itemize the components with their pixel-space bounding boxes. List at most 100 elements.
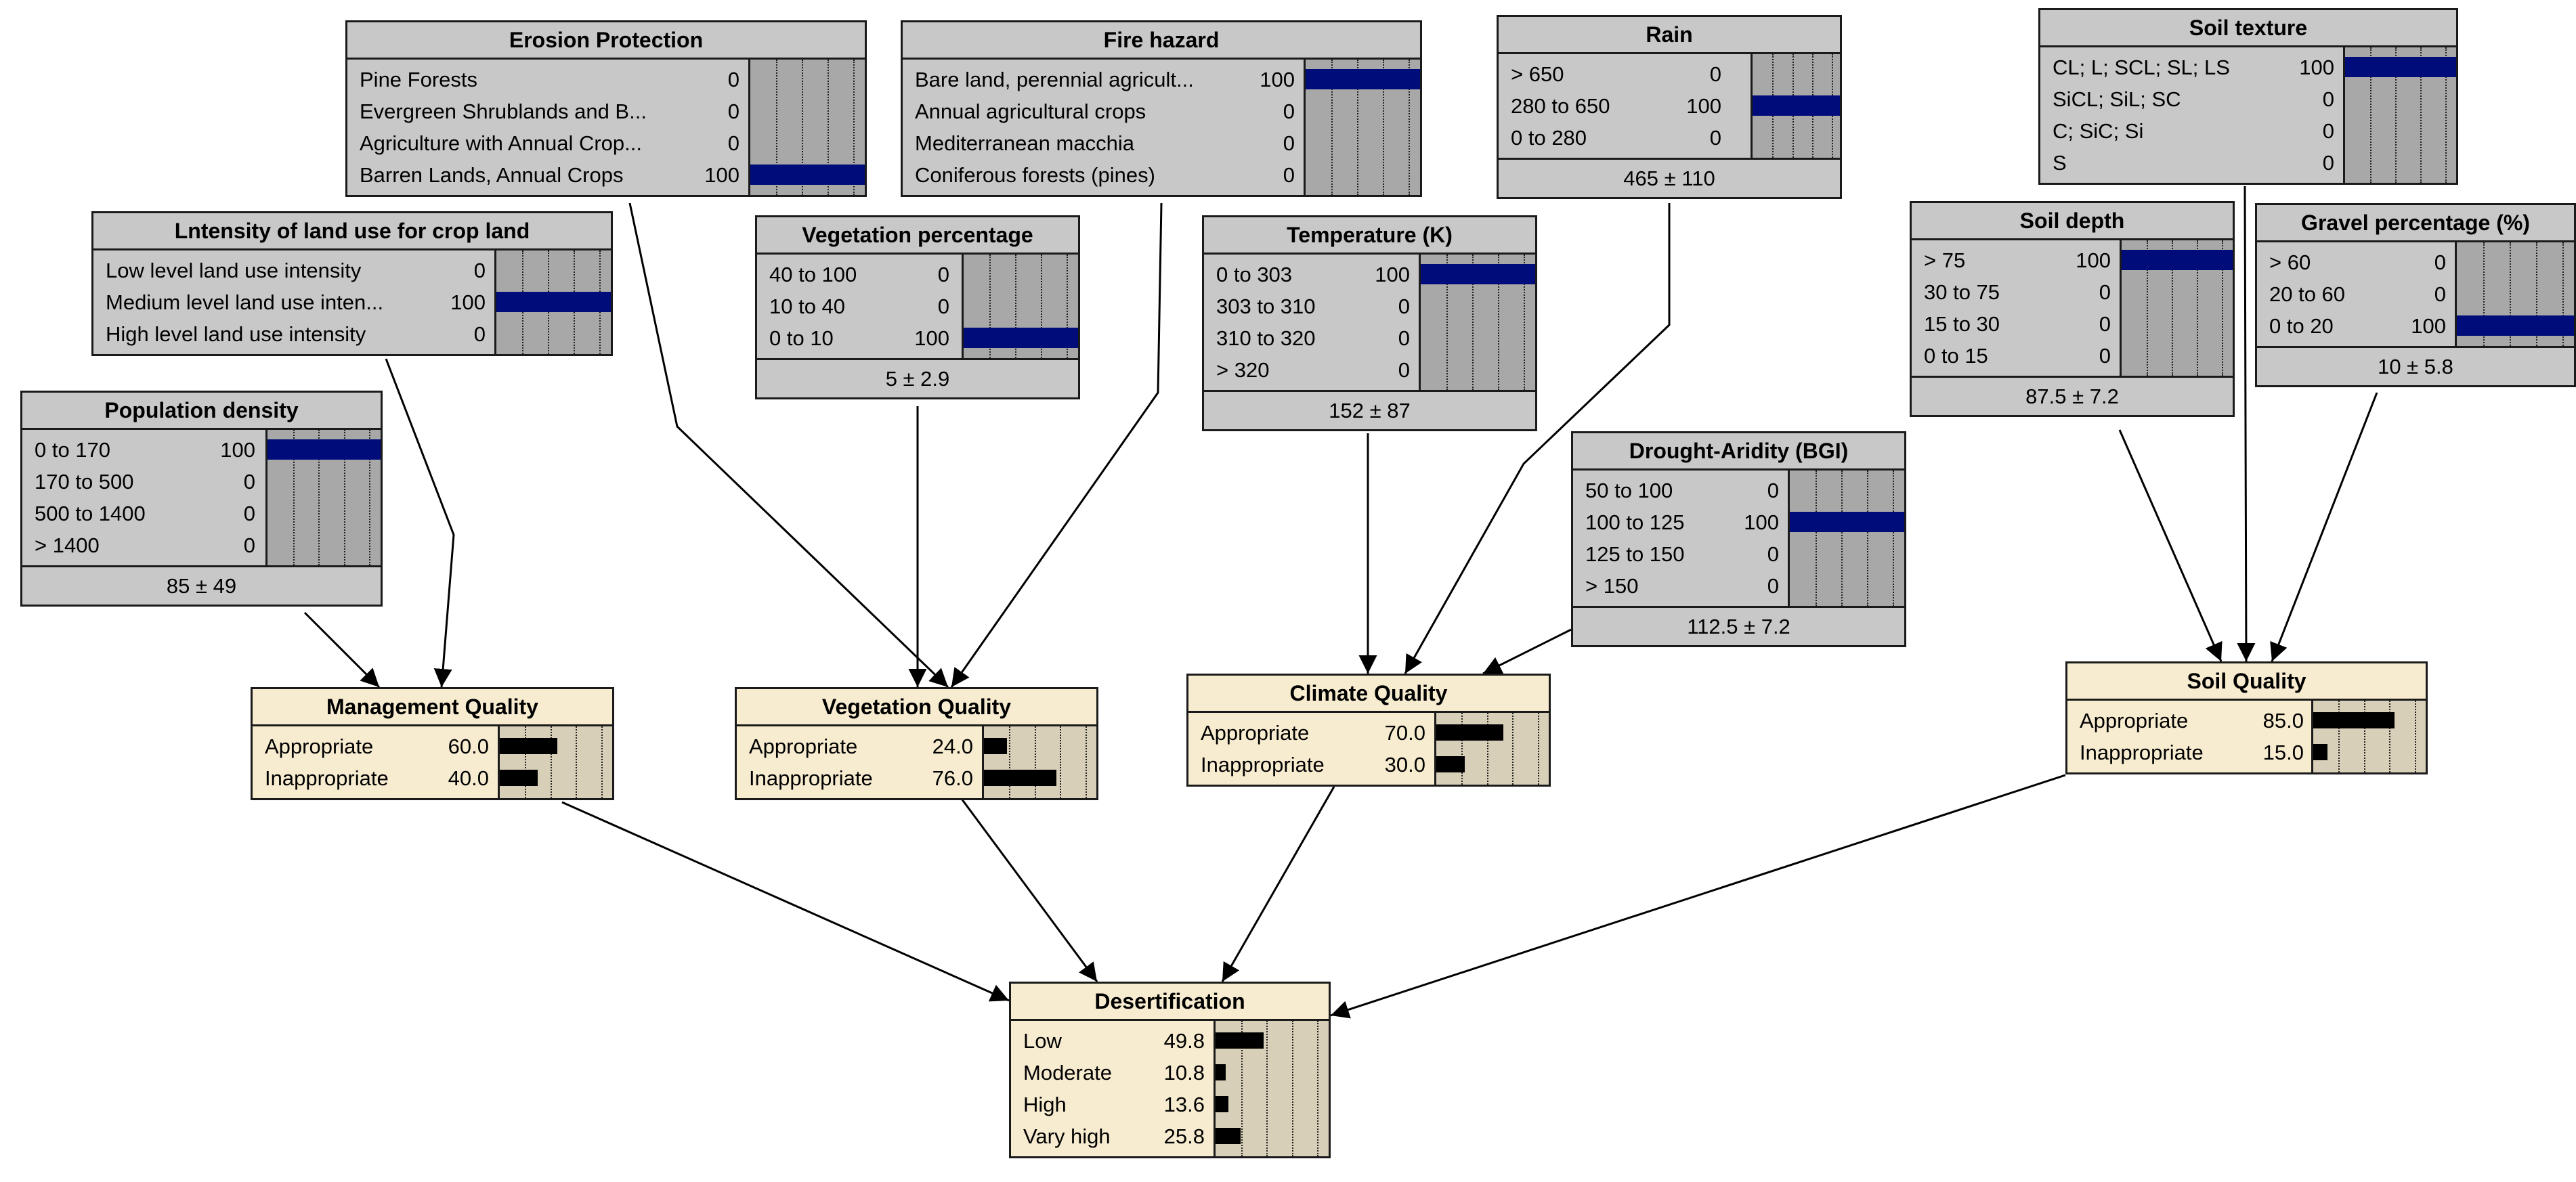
state-value: 40.0 [448, 766, 489, 790]
state-row[interactable]: Bare land, perennial agricult...100 [903, 64, 1420, 95]
belief-bar [1216, 1128, 1241, 1144]
grid-line [802, 60, 804, 195]
state-row[interactable]: Coniferous forests (pines)0 [903, 159, 1420, 191]
belief-bar [500, 738, 557, 754]
state-label: S [2053, 151, 2067, 175]
state-label: > 650 [1511, 62, 1564, 86]
belief-bar [1216, 1032, 1264, 1049]
state-value: 0 [1283, 163, 1295, 187]
state-value: 0 [2322, 119, 2334, 143]
node-title: Gravel percentage (%) [2257, 205, 2574, 242]
state-row[interactable]: Medium level land use inten...100 [93, 286, 611, 318]
state-label: Inappropriate [1201, 753, 1325, 776]
state-row[interactable]: High level land use intensity 0 [93, 318, 611, 350]
belief-bar [1790, 512, 1904, 532]
state-value: 0 [473, 322, 486, 346]
grid-line [2535, 242, 2537, 346]
state-label: 125 to 150 [1585, 542, 1685, 566]
state-label: 500 to 1400 [35, 502, 146, 525]
node-expected-value: 465 ± 110 [1499, 158, 1840, 197]
state-row[interactable]: Inappropriate 30.0 [1188, 749, 1549, 781]
state-row[interactable]: Evergreen Shrublands and B...0 [347, 95, 865, 127]
grid-line [1867, 470, 1869, 606]
edge-vegq-to-desert [960, 798, 1098, 982]
state-value: 60.0 [448, 735, 489, 758]
grid-line [1266, 1021, 1268, 1156]
state-label: Barren Lands, Annual Crops [360, 163, 624, 187]
state-label: High level land use intensity [106, 322, 366, 346]
grid-line [1060, 726, 1062, 798]
belief-bar [984, 738, 1007, 754]
belief-bar [984, 770, 1057, 786]
state-label: Evergreen Shrublands and B... [360, 100, 647, 123]
belief-bar [964, 328, 1078, 348]
node-title: Fire hazard [903, 22, 1420, 60]
state-row[interactable]: Agriculture with Annual Crop...0 [347, 127, 865, 159]
state-value: 100 [220, 438, 255, 462]
belief-bar [1421, 264, 1535, 284]
state-value: 30.0 [1384, 753, 1425, 776]
